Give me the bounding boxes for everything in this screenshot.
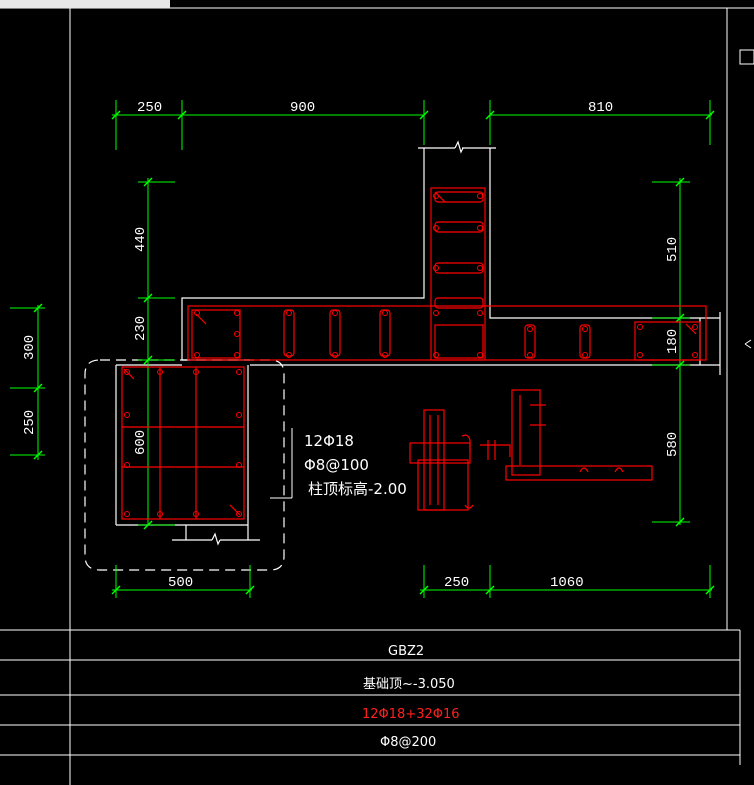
section-marker	[744, 339, 752, 349]
toolbar-strip	[0, 0, 170, 8]
dim-top-right: 810	[588, 100, 613, 116]
column-annotation: 12Φ18 Φ8@100 柱顶标高-2.00	[270, 428, 407, 499]
dim-left-core: 600	[133, 430, 149, 455]
dim-outer-left-a: 300	[22, 335, 38, 360]
column-boundary-dashed	[84, 359, 285, 571]
table-longitudinal: 12Φ18+32Φ16	[362, 707, 460, 722]
annotation-stirrup: Φ8@100	[304, 456, 369, 474]
dim-bottom-right-b: 1060	[550, 575, 584, 591]
dim-left-middle: 230	[133, 316, 149, 341]
dim-top-middle: 900	[290, 100, 315, 116]
table-member-name: GBZ2	[388, 644, 424, 659]
rebar-bars	[124, 193, 698, 517]
table-stirrup: Φ8@200	[380, 735, 436, 750]
dim-left-upper: 440	[133, 227, 149, 252]
dimension-lines	[10, 100, 712, 598]
viewport-marker	[739, 49, 754, 65]
dim-outer-left-b: 250	[22, 410, 38, 435]
annotation-longitudinal: 12Φ18	[304, 432, 354, 450]
dimension-ticks	[33, 110, 715, 595]
dim-right-upper: 510	[665, 237, 681, 262]
rebar-detail-sketch	[409, 389, 653, 511]
drawing-frame	[0, 7, 754, 785]
annotation-top-elevation: 柱顶标高-2.00	[308, 480, 407, 498]
dim-bottom-left: 500	[168, 575, 193, 591]
table-elevation: 基础顶~-3.050	[363, 677, 455, 692]
rebar-cage	[121, 187, 707, 520]
dim-right-middle: 180	[665, 329, 681, 354]
dim-right-lower: 580	[665, 432, 681, 457]
dim-bottom-right-a: 250	[444, 575, 469, 591]
dim-top-left: 250	[137, 100, 162, 116]
